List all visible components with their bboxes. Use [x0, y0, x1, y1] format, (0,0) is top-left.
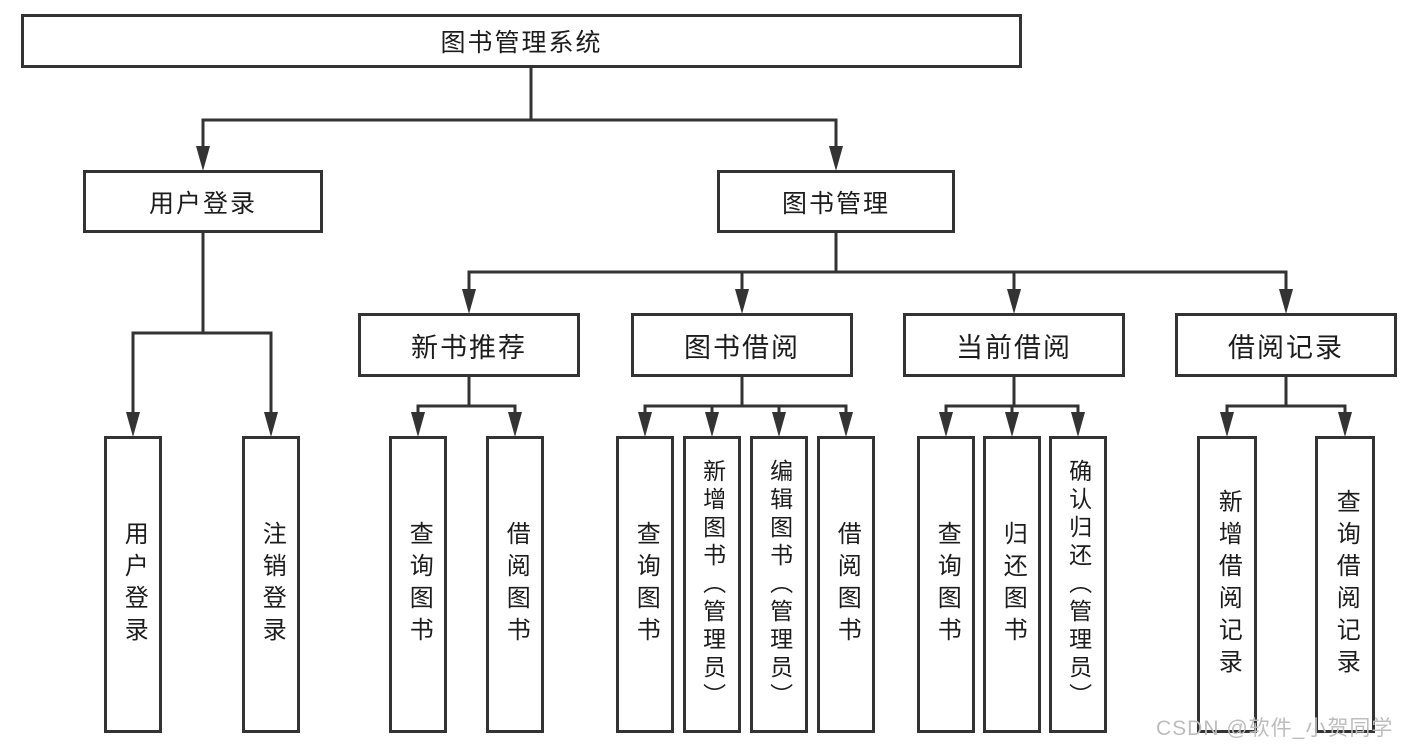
leaf-borrow-books-recommend: 借阅图书: [486, 436, 544, 733]
csdn-watermark: CSDN @软件_小贺同学: [1156, 717, 1394, 740]
node-new-book-recommend-label: 新书推荐: [411, 332, 527, 363]
node-current-borrow: 当前借阅: [903, 313, 1125, 377]
leaf-query-books-borrow: 查询图书: [616, 436, 674, 733]
leaf-borrow-books-label: 借阅图书: [833, 520, 861, 649]
node-book-management: 图书管理: [717, 170, 955, 233]
leaf-edit-book-admin: 编辑图书（管理员）: [750, 436, 808, 733]
leaf-query-borrow-record-label: 查询借阅记录: [1332, 488, 1360, 681]
leaf-logout-label: 注销登录: [258, 520, 286, 649]
leaf-confirm-return-admin: 确认归还（管理员）: [1049, 436, 1107, 733]
node-borrow-records: 借阅记录: [1175, 313, 1397, 377]
leaf-return-book: 归还图书: [983, 436, 1041, 733]
node-root-label: 图书管理系统: [440, 29, 603, 57]
node-book-borrow-label: 图书借阅: [684, 332, 800, 363]
leaf-return-book-label: 归还图书: [999, 520, 1027, 649]
node-borrow-records-label: 借阅记录: [1228, 332, 1344, 363]
leaf-user-login-label: 用户登录: [120, 520, 148, 649]
leaf-add-borrow-record-label: 新增借阅记录: [1214, 488, 1242, 681]
leaf-borrow-books: 借阅图书: [817, 436, 875, 733]
leaf-query-books-borrow-label: 查询图书: [632, 520, 660, 649]
leaf-query-books-recommend-label: 查询图书: [405, 520, 433, 649]
node-book-management-label: 图书管理: [781, 189, 890, 218]
leaf-user-login: 用户登录: [104, 436, 162, 733]
node-new-book-recommend: 新书推荐: [358, 313, 580, 377]
node-book-borrow: 图书借阅: [631, 313, 853, 377]
leaf-query-books-current: 查询图书: [917, 436, 975, 733]
leaf-add-borrow-record: 新增借阅记录: [1197, 436, 1257, 733]
leaf-confirm-return-admin-label: 确认归还（管理员）: [1065, 458, 1092, 711]
node-user-login: 用户登录: [83, 170, 323, 233]
leaf-add-book-admin-label: 新增图书（管理员）: [699, 458, 726, 711]
node-root: 图书管理系统: [21, 14, 1022, 68]
leaf-logout: 注销登录: [242, 436, 300, 733]
leaf-edit-book-admin-label: 编辑图书（管理员）: [766, 458, 793, 711]
leaf-add-book-admin: 新增图书（管理员）: [683, 436, 741, 733]
leaf-query-borrow-record: 查询借阅记录: [1315, 436, 1375, 733]
leaf-borrow-books-recommend-label: 借阅图书: [502, 520, 530, 649]
leaf-query-books-recommend: 查询图书: [389, 436, 447, 733]
node-current-borrow-label: 当前借阅: [956, 332, 1072, 363]
node-user-login-label: 用户登录: [148, 189, 257, 218]
leaf-query-books-current-label: 查询图书: [933, 520, 961, 649]
